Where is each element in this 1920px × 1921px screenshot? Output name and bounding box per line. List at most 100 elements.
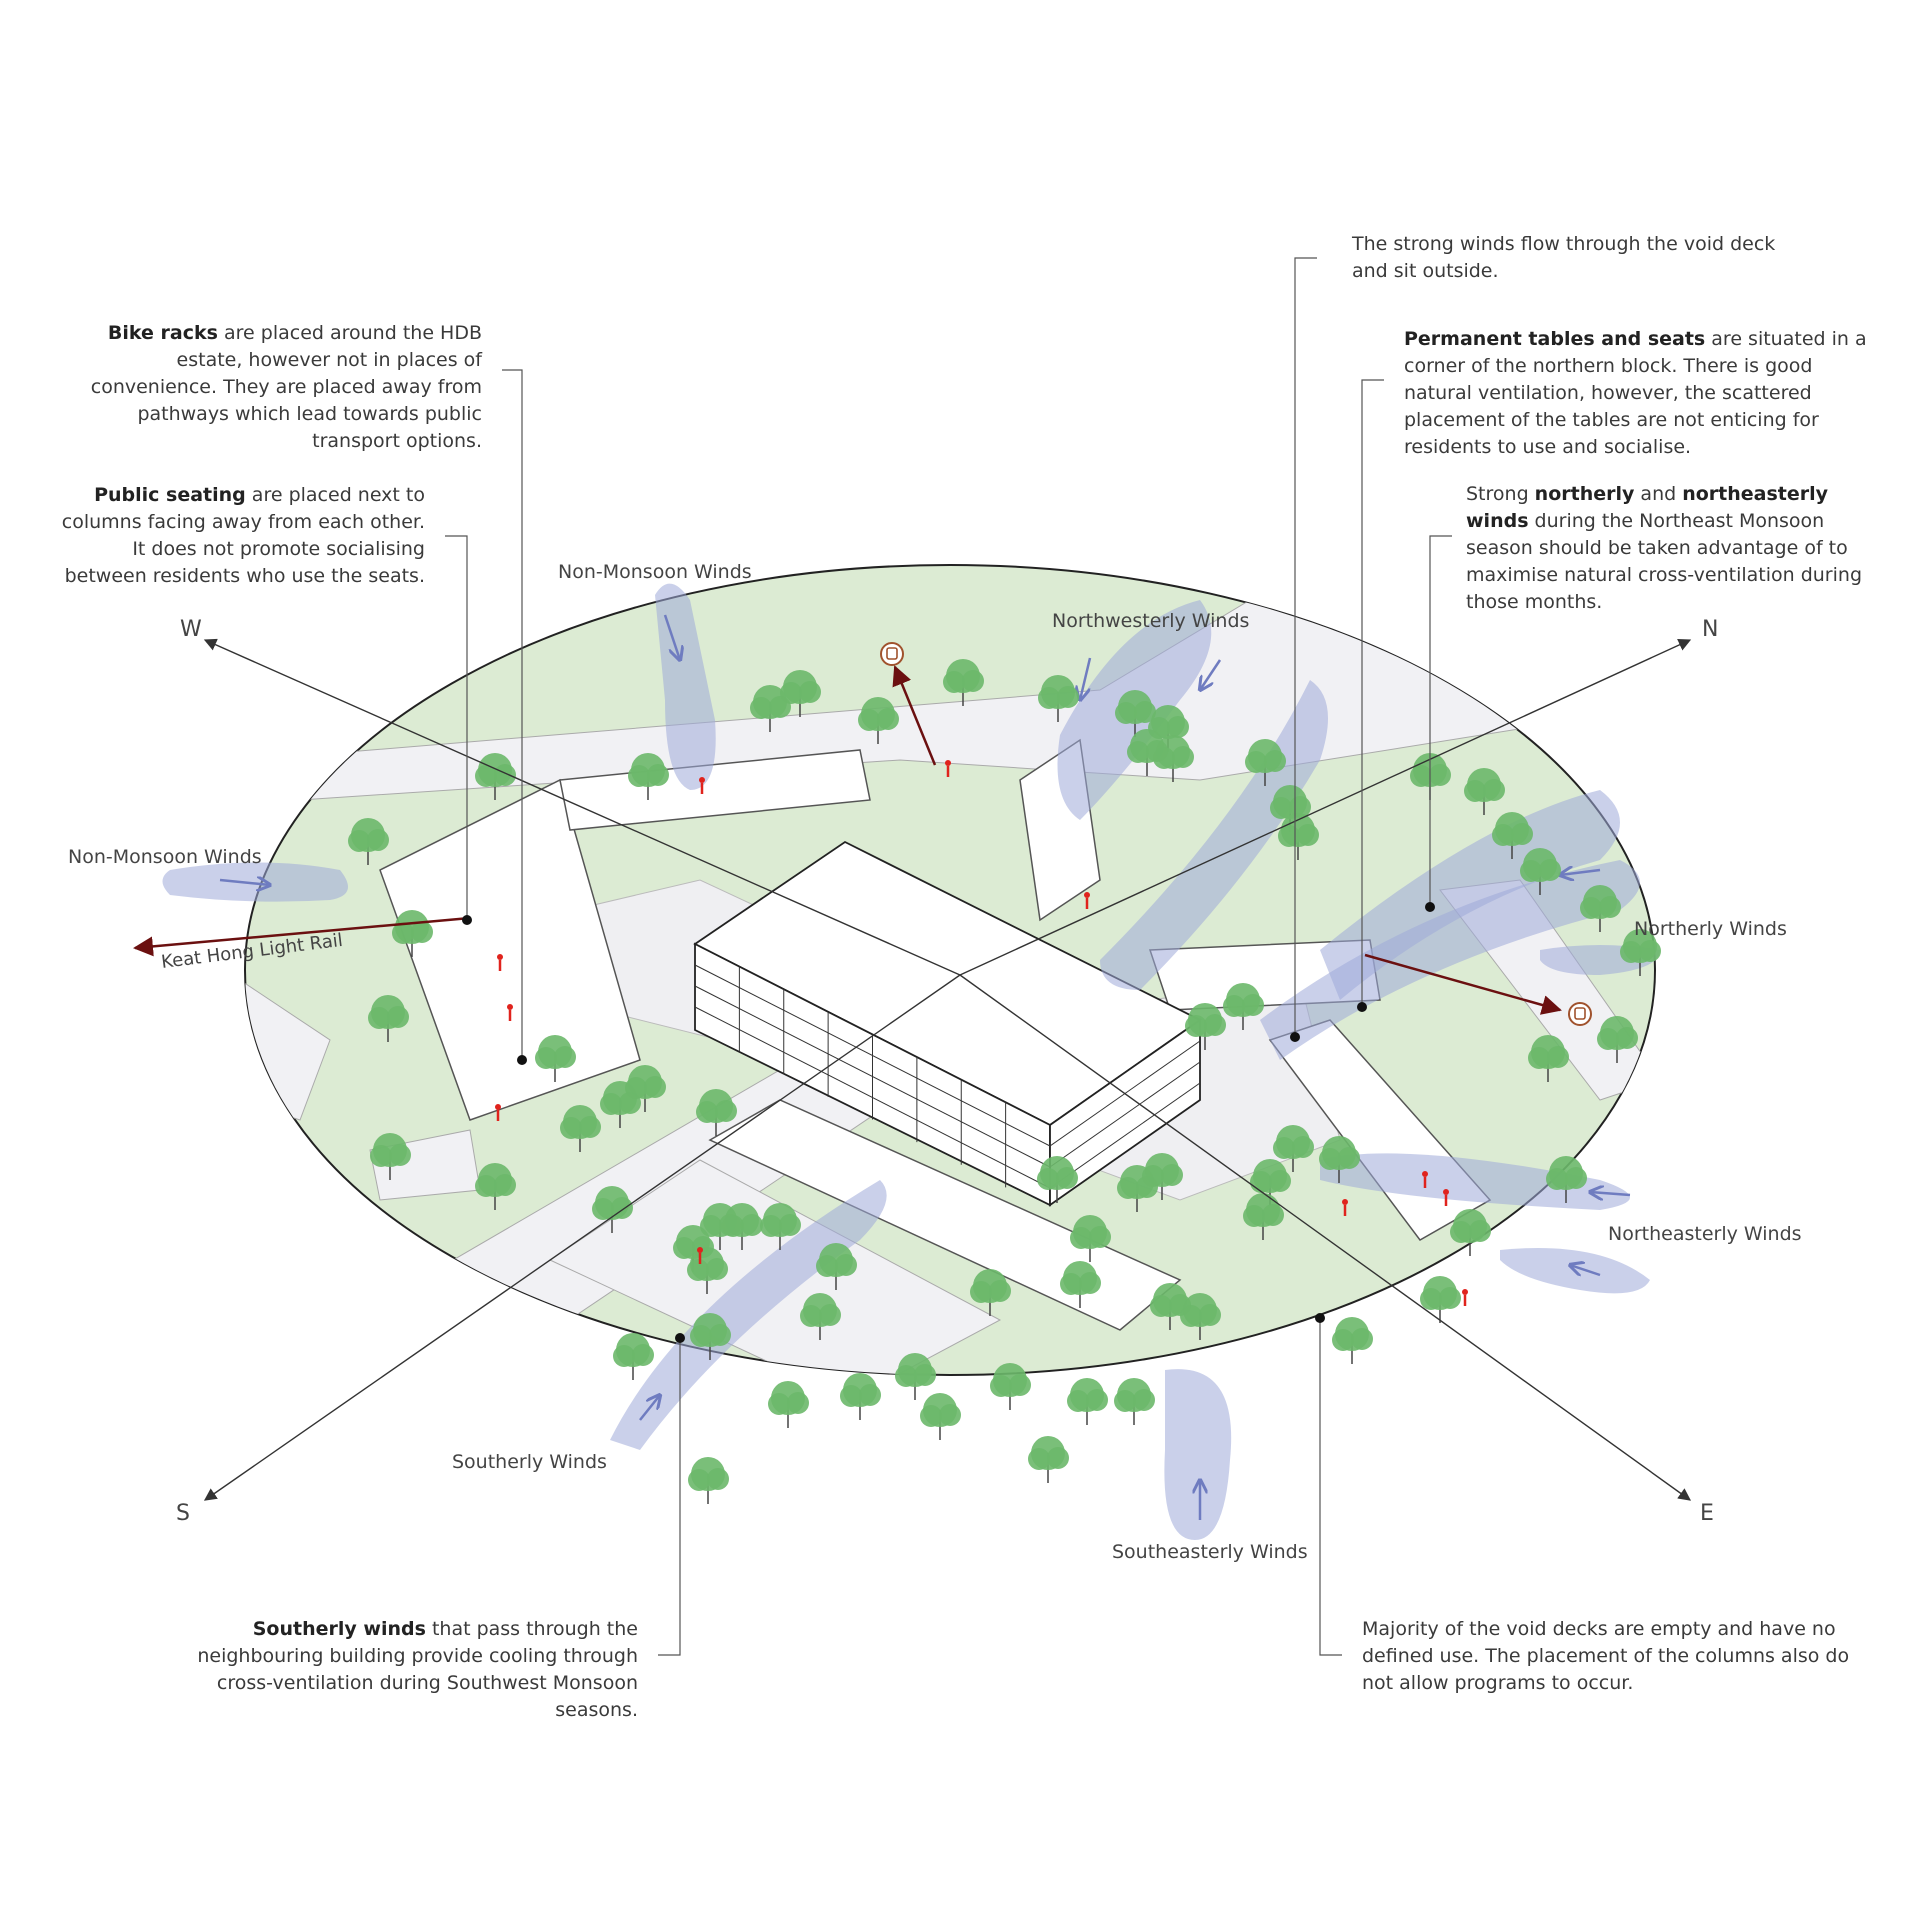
tree	[475, 753, 516, 800]
compass-west-label: W	[180, 617, 202, 642]
person-figure	[497, 954, 503, 971]
wind-flow	[1164, 1369, 1232, 1540]
tree	[858, 697, 899, 744]
wind-arrow	[639, 1395, 660, 1421]
tree	[1319, 1136, 1360, 1183]
wind-arrow	[663, 614, 680, 660]
tree	[1028, 1436, 1069, 1483]
tree	[392, 910, 433, 957]
wind-flow	[655, 583, 716, 790]
wind-arrow	[1590, 1192, 1631, 1195]
wind-label-non-monsoon-left: Non-Monsoon Winds	[68, 846, 262, 868]
wind-arrow	[1080, 657, 1092, 700]
rail-arrow	[133, 916, 471, 957]
tree	[1067, 1378, 1108, 1425]
bus-arrow-east	[1364, 953, 1562, 1015]
person-figure	[1443, 1189, 1449, 1206]
tree	[943, 659, 984, 706]
tree	[1492, 812, 1533, 859]
block-north	[559, 749, 871, 831]
tree	[613, 1333, 654, 1380]
wind-arrow	[219, 880, 270, 885]
wind-arrow	[1560, 870, 1601, 875]
tree	[760, 1203, 801, 1250]
wind-flow	[1260, 860, 1640, 1060]
wind-label-northeasterly: Northeasterly Winds	[1608, 1223, 1802, 1245]
leader-strong-winds	[1294, 257, 1317, 1035]
note-permanent-tables: Permanent tables and seats are situated …	[1404, 328, 1867, 458]
tree	[840, 1373, 881, 1420]
wind-flow	[610, 1180, 887, 1450]
tree	[1273, 1125, 1314, 1172]
tree	[475, 1163, 516, 1210]
leader-void-decks	[1319, 1320, 1342, 1656]
wind-flow	[1500, 1248, 1650, 1294]
tree	[535, 1035, 576, 1082]
tree	[1450, 1209, 1491, 1256]
tree	[1114, 1378, 1155, 1425]
tree	[1070, 1215, 1111, 1262]
note-northerly-winds: Strong northerly and northeasterly winds…	[1466, 483, 1863, 613]
compass-arrow-south	[203, 974, 961, 1501]
tree	[1546, 1156, 1587, 1203]
tree	[1117, 1165, 1158, 1212]
tree	[895, 1353, 936, 1400]
tree	[1332, 1317, 1373, 1364]
person-figure	[699, 777, 705, 794]
wind-flow	[162, 862, 348, 902]
wind-label-southerly: Southerly Winds	[452, 1451, 607, 1473]
tree	[1037, 1156, 1078, 1203]
wind-label-northerly: Northerly Winds	[1634, 918, 1787, 940]
tree	[1148, 705, 1189, 752]
tree	[690, 1313, 731, 1360]
tree	[1223, 983, 1264, 1030]
tree	[696, 1089, 737, 1136]
tree	[1038, 675, 1079, 722]
tree	[1250, 1159, 1291, 1206]
floor-lines	[694, 964, 1201, 1189]
tree	[1115, 690, 1156, 737]
tree	[990, 1363, 1031, 1410]
wind-flow	[1320, 790, 1620, 1000]
person-figure	[945, 760, 951, 777]
leader-dots	[462, 902, 1435, 1343]
tree	[1420, 1276, 1461, 1323]
tree	[628, 753, 669, 800]
compass-arrow-west	[203, 638, 961, 976]
transit-arrows	[133, 665, 1562, 1015]
compass-south-label: S	[176, 1501, 190, 1526]
leader-southerly	[658, 1340, 681, 1656]
tree	[780, 670, 821, 717]
leader-northerly	[1429, 535, 1452, 905]
note-public-seating: Public seating are placed next to column…	[61, 484, 425, 587]
tree	[1150, 1283, 1191, 1330]
trees	[348, 659, 1661, 1504]
tree	[348, 818, 389, 865]
wind-label-non-monsoon-top: Non-Monsoon Winds	[558, 561, 752, 583]
block-west	[379, 778, 641, 1121]
person-figure	[1422, 1171, 1428, 1188]
person-figure	[1342, 1199, 1348, 1216]
tree	[1597, 1016, 1638, 1063]
tree	[1185, 1003, 1226, 1050]
leader-lines	[445, 257, 1452, 1656]
note-strong-winds: The strong winds flow through the void d…	[1352, 233, 1776, 282]
compass-axes	[203, 638, 1692, 1501]
wind-label-northwesterly: Northwesterly Winds	[1052, 610, 1249, 632]
person-figure	[1084, 892, 1090, 909]
tree	[1528, 1035, 1569, 1082]
floor-line	[1049, 1061, 1201, 1168]
wind-arrow	[1200, 659, 1222, 690]
tree	[816, 1243, 857, 1290]
tree	[800, 1293, 841, 1340]
compass-arrow-north	[959, 639, 1692, 976]
note-void-decks: Majority of the void decks are empty and…	[1362, 1618, 1850, 1694]
tree	[1243, 1193, 1284, 1240]
compass-north-label: N	[1702, 617, 1718, 642]
tree	[368, 995, 409, 1042]
person-figure	[495, 1104, 501, 1121]
tree	[920, 1393, 961, 1440]
note-bike-racks: Bike racks are placed around the HDB est…	[90, 322, 482, 452]
tree	[1580, 885, 1621, 932]
